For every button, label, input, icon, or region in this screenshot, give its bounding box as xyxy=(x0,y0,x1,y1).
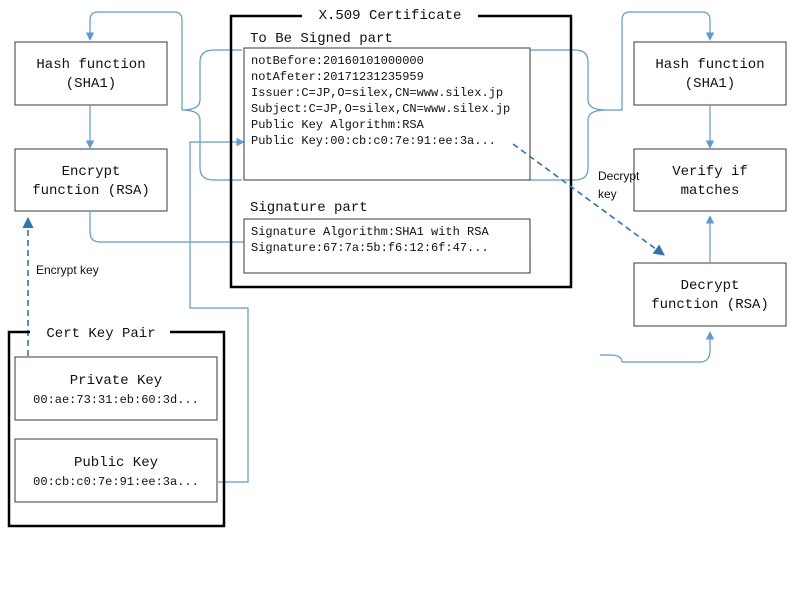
verify-sublabel: matches xyxy=(681,183,740,199)
tbs-field: notBefore:20160101000000 xyxy=(251,54,424,68)
decrypt-key-arrow xyxy=(512,143,665,256)
private-key-label: Private Key xyxy=(70,373,162,389)
tbs-field: Issuer:C=JP,O=silex,CN=www.silex.jp xyxy=(251,86,503,100)
verify-box xyxy=(633,148,787,212)
encrypt-label: Encrypt xyxy=(62,164,121,180)
public-key-box xyxy=(14,438,218,503)
key-pair-title: Cert Key Pair xyxy=(46,326,155,342)
tbs-field: notAfeter:20171231235959 xyxy=(251,70,424,84)
flow-lines xyxy=(85,11,715,483)
signing-hash-box xyxy=(14,41,168,106)
private-key-box xyxy=(14,356,218,421)
tbs-field-public-key: Public Key:00:cb:c0:7e:91:ee:3a... xyxy=(251,134,496,148)
tbs-to-signing-hash-connector xyxy=(85,11,183,110)
verify-hash-label: Hash function xyxy=(655,57,764,73)
key-pair-title-bg xyxy=(30,322,170,344)
encrypt-box xyxy=(14,148,168,212)
decrypt-key-label: key xyxy=(598,187,617,201)
signature-field: Signature Algorithm:SHA1 with RSA xyxy=(251,225,489,239)
verify-hash-box xyxy=(633,41,787,106)
certificate-title: X.509 Certificate xyxy=(319,8,462,24)
verify-label: Verify if xyxy=(672,164,748,180)
encrypt-key-label: Encrypt key xyxy=(36,263,99,277)
private-key-value: 00:ae:73:31:eb:60:3d... xyxy=(33,393,199,407)
signing-hash-sublabel: (SHA1) xyxy=(66,76,116,92)
public-key-to-certificate-connector xyxy=(189,137,249,483)
tbs-field: Public Key Algorithm:RSA xyxy=(251,118,425,132)
tbs-fields-box xyxy=(243,47,531,181)
tbs-label: To Be Signed part xyxy=(250,31,393,47)
decrypt-sublabel: function (RSA) xyxy=(651,297,769,313)
tbs-to-verify-hash-connector xyxy=(606,11,715,111)
verify-hash-sublabel: (SHA1) xyxy=(685,76,735,92)
decrypt-box xyxy=(633,262,787,327)
decrypt-key-label: Decrypt xyxy=(598,169,640,183)
public-key-label: Public Key xyxy=(74,455,158,471)
signature-label: Signature part xyxy=(250,200,368,216)
signing-hash-label: Hash function xyxy=(36,57,145,73)
signature-fields-box xyxy=(243,218,531,274)
public-key-value: 00:cb:c0:7e:91:ee:3a... xyxy=(33,475,199,489)
signature-field: Signature:67:7a:5b:f6:12:6f:47... xyxy=(251,241,489,255)
certificate-title-bg xyxy=(302,4,478,26)
encrypt-to-signature-connector xyxy=(89,212,244,243)
tbs-left-brace xyxy=(181,49,242,181)
tbs-right-brace xyxy=(530,49,607,181)
decrypt-label: Decrypt xyxy=(681,278,740,294)
tbs-field: Subject:C=JP,O=silex,CN=www.silex.jp xyxy=(251,102,510,116)
encrypt-sublabel: function (RSA) xyxy=(32,183,150,199)
